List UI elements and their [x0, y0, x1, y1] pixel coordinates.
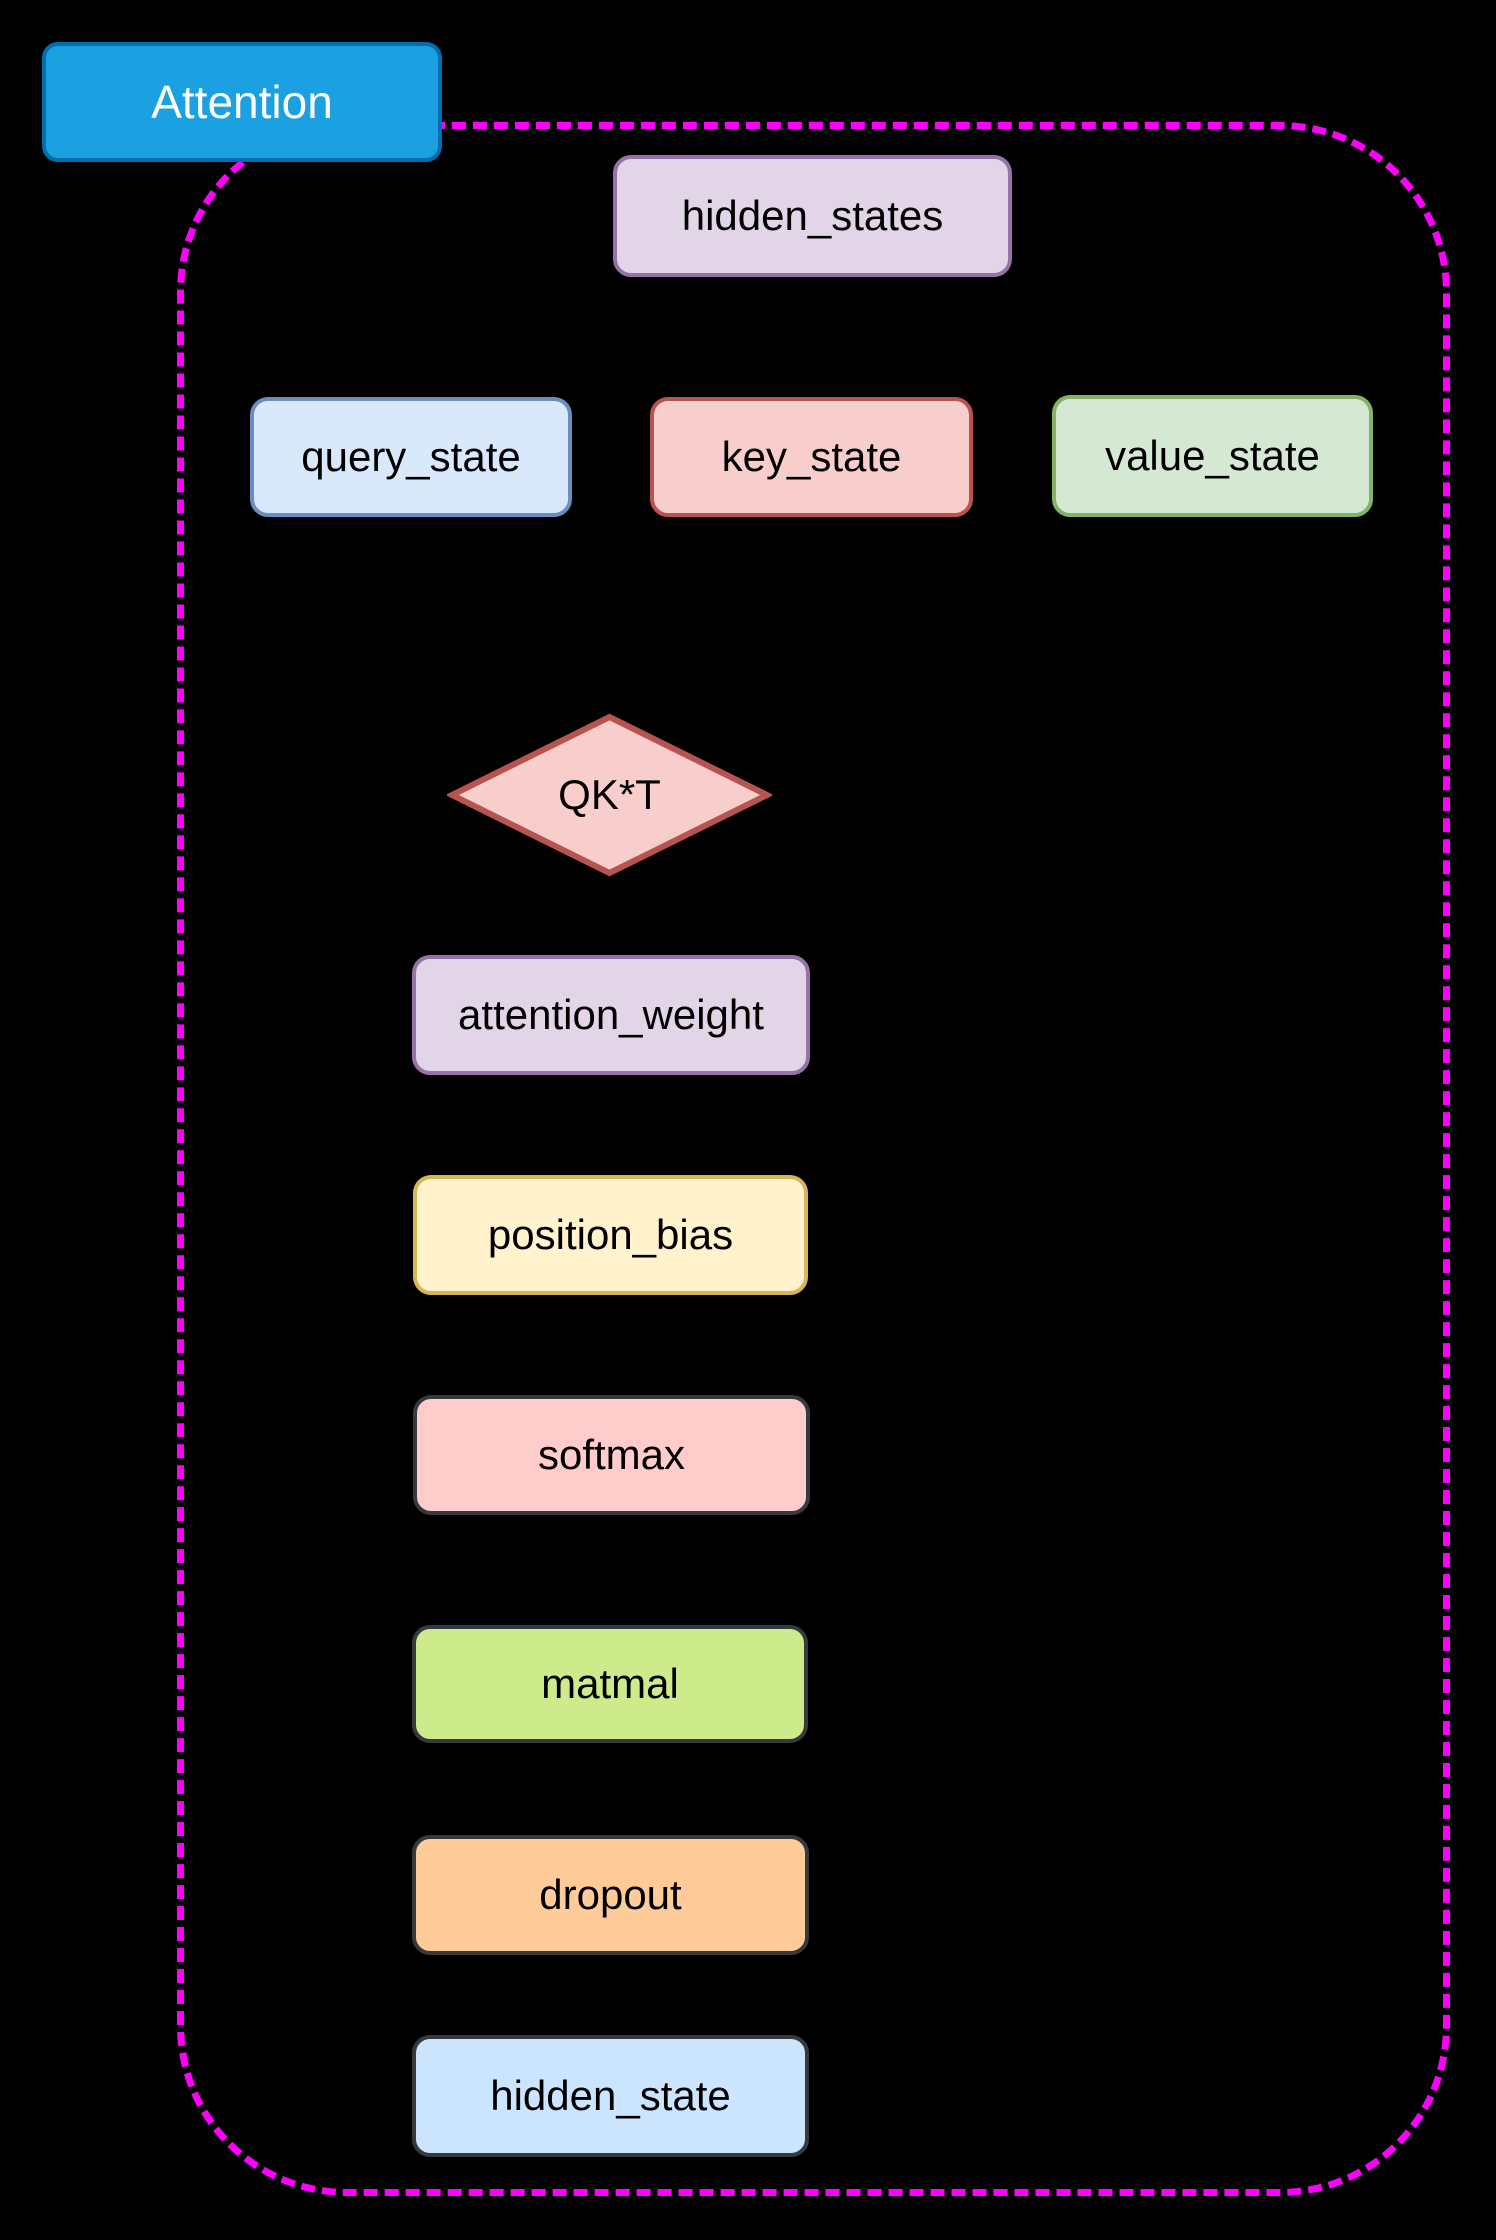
node-label: query_state [301, 433, 521, 480]
node-hidden-states: hidden_states [613, 155, 1012, 277]
attention-group-label: Attention [42, 42, 442, 162]
node-matmal: matmal [412, 1625, 808, 1743]
node-label: hidden_states [681, 192, 944, 239]
diamond-shape [447, 713, 772, 877]
node-label: dropout [539, 1871, 682, 1918]
diamond-polygon [447, 713, 772, 877]
node-query-state: query_state [250, 397, 572, 517]
attention-group-label-text: Attention [151, 76, 333, 128]
node-qkt-diamond: QK*T [447, 713, 772, 877]
node-softmax: softmax [413, 1395, 810, 1515]
node-attention-weight: attention_weight [412, 955, 810, 1075]
node-key-state: key_state [650, 397, 973, 517]
node-label: value_state [1105, 432, 1320, 479]
node-hidden-state: hidden_state [412, 2035, 809, 2157]
node-label: softmax [537, 1431, 686, 1478]
node-label: key_state [721, 433, 902, 480]
node-label: matmal [541, 1660, 679, 1707]
node-label: attention_weight [458, 991, 764, 1038]
node-dropout: dropout [412, 1835, 809, 1955]
node-label: position_bias [487, 1211, 734, 1258]
node-label: QK*T [558, 771, 661, 818]
attention-group-boundary [177, 122, 1450, 2196]
node-label: hidden_state [490, 2072, 731, 2119]
node-value-state: value_state [1052, 395, 1373, 517]
node-position-bias: position_bias [413, 1175, 808, 1295]
